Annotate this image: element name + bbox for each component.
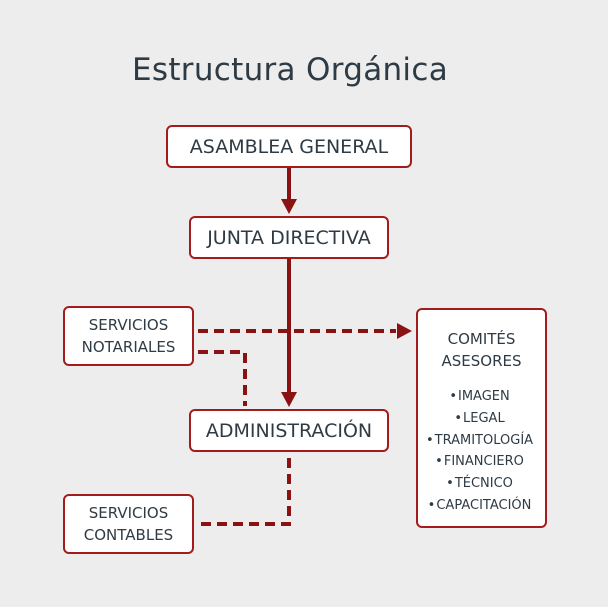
node-label: ASESORES — [441, 352, 522, 370]
node-servicios-contables: SERVICIOS CONTABLES — [63, 494, 194, 554]
arrowhead-icon — [281, 199, 297, 214]
list-item: TÉCNICO — [426, 473, 533, 495]
list-item: FINANCIERO — [426, 451, 533, 473]
arrowhead-icon — [281, 392, 297, 407]
node-label: ADMINISTRACIÓN — [205, 419, 373, 442]
node-administracion: ADMINISTRACIÓN — [189, 409, 389, 452]
list-item: IMAGEN — [426, 386, 533, 408]
dashed-notariales-administracion — [198, 350, 247, 406]
comites-list: IMAGEN LEGAL TRAMITOLOGÍA FINANCIERO TÉC… — [418, 386, 533, 517]
node-label: CONTABLES — [83, 526, 174, 544]
node-label: ASAMBLEA GENERAL — [189, 135, 389, 158]
list-item: TRAMITOLOGÍA — [426, 430, 533, 452]
node-asamblea-general: ASAMBLEA GENERAL — [166, 125, 412, 168]
dashed-administracion-contables — [198, 458, 291, 526]
node-label: SERVICIOS — [88, 504, 169, 522]
node-comites-asesores: COMITÉS ASESORES IMAGEN LEGAL TRAMITOLOG… — [416, 308, 547, 528]
node-label: NOTARIALES — [81, 338, 176, 356]
list-item: LEGAL — [426, 408, 533, 430]
page-title: Estructura Orgánica — [131, 52, 448, 88]
node-label: COMITÉS — [447, 330, 516, 348]
arrowhead-icon — [397, 323, 412, 339]
node-servicios-notariales: SERVICIOS NOTARIALES — [63, 306, 194, 366]
node-label: SERVICIOS — [88, 316, 169, 334]
node-junta-directiva: JUNTA DIRECTIVA — [189, 216, 389, 259]
node-label: JUNTA DIRECTIVA — [207, 226, 371, 249]
list-item: CAPACITACIÓN — [426, 495, 533, 517]
